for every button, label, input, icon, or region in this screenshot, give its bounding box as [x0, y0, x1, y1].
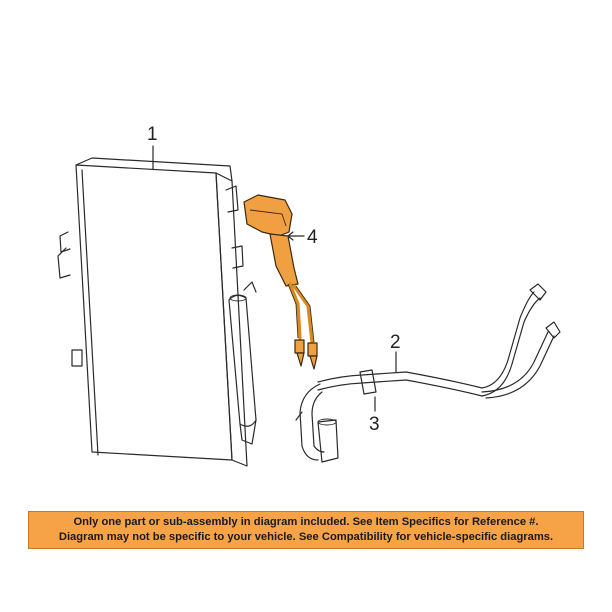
disclaimer-banner: Only one part or sub-assembly in diagram…: [28, 511, 584, 549]
disclaimer-line-2: Diagram may not be specific to your vehi…: [58, 531, 554, 543]
condenser-part: [57, 157, 257, 467]
callout-3: 3: [369, 414, 380, 435]
callout-1: 1: [147, 124, 158, 145]
leader-arrow-4: [287, 231, 294, 241]
callout-4: 4: [307, 227, 318, 248]
disclaimer-line-1: Only one part or sub-assembly in diagram…: [73, 516, 539, 528]
highlighted-tube-part: [243, 194, 318, 370]
callout-2: 2: [390, 332, 401, 353]
line-assembly-part: [295, 283, 561, 463]
